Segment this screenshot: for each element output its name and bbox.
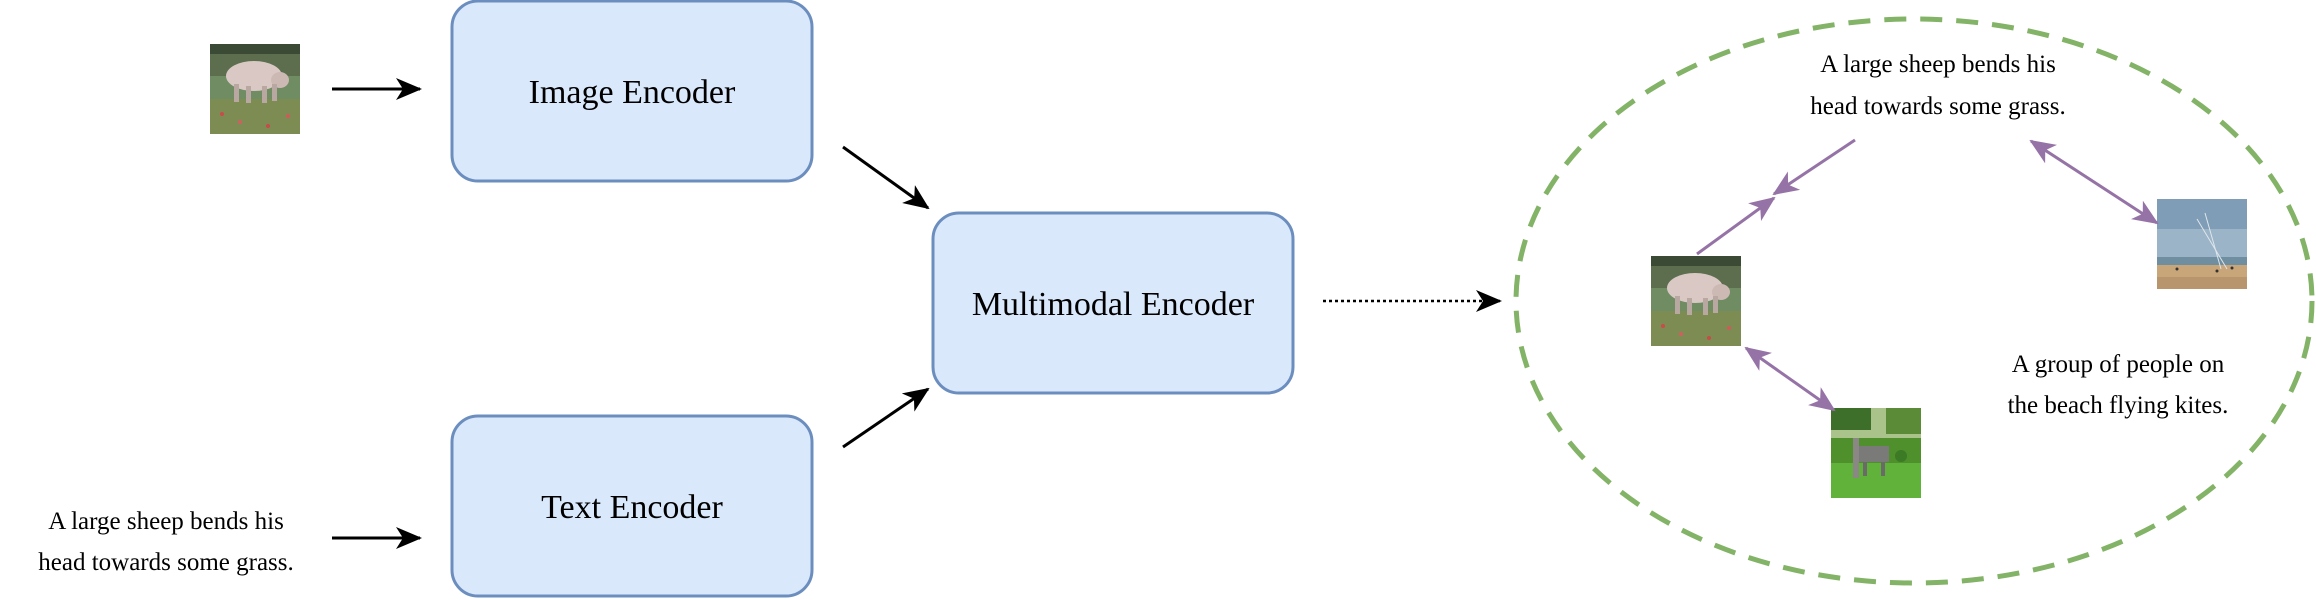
sheep-caption-pull-arrow bbox=[1772, 138, 1856, 196]
sheep-garden-push-arrow bbox=[1744, 346, 1836, 412]
embedding-space-ellipse bbox=[1513, 16, 2315, 586]
caption-beach-push-arrow bbox=[2029, 139, 2159, 225]
space-caption-sheep-line1: A large sheep bends his bbox=[1820, 51, 2056, 78]
sheep-image-pull-arrow bbox=[1696, 196, 1776, 256]
text-encoder-label: Text Encoder bbox=[541, 489, 723, 526]
text-encoder-box bbox=[450, 414, 814, 598]
space-caption-beach-line1: A group of people on bbox=[2012, 351, 2225, 378]
space-caption-beach-line2: the beach flying kites. bbox=[2008, 392, 2229, 419]
text-to-multimodal-arrow bbox=[842, 387, 930, 449]
space-sheep-image bbox=[1651, 256, 1741, 346]
image-encoder-box bbox=[450, 0, 814, 183]
image-encoder-label: Image Encoder bbox=[529, 74, 736, 111]
space-garden-image bbox=[1831, 408, 1921, 498]
space-caption-sheep-line2: head towards some grass. bbox=[1810, 93, 2066, 120]
input-caption-line1: A large sheep bends his bbox=[48, 508, 284, 535]
multimodal-encoder-label: Multimodal Encoder bbox=[972, 286, 1255, 323]
multimodal-encoder-box bbox=[931, 211, 1295, 395]
input-sheep-image bbox=[210, 44, 300, 134]
image-to-multimodal-arrow bbox=[842, 145, 930, 210]
space-beach-image bbox=[2156, 198, 2248, 290]
input-caption-line2: head towards some grass. bbox=[38, 549, 294, 576]
